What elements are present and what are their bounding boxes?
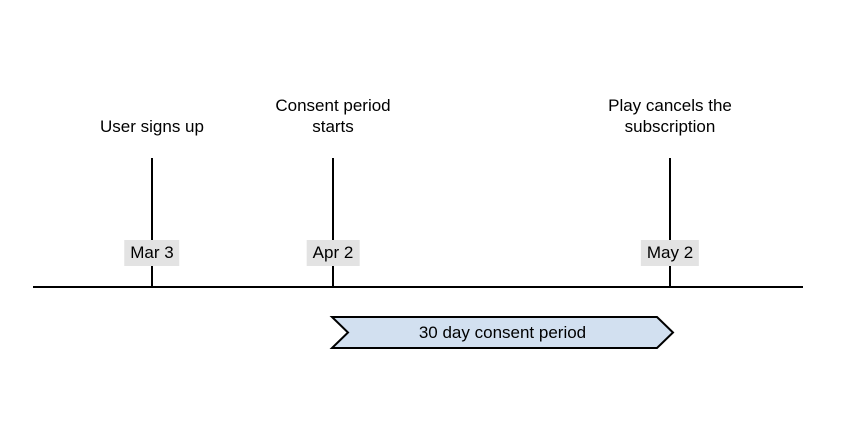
date-chip-mar-3: Mar 3 bbox=[124, 240, 180, 266]
banner-chevron-shape bbox=[329, 316, 675, 349]
event-tick-play-cancels-subscription bbox=[669, 158, 671, 286]
timeline-axis bbox=[33, 286, 803, 288]
event-tick-consent-period-starts bbox=[332, 158, 334, 286]
consent-period-banner: 30 day consent period bbox=[329, 316, 675, 349]
date-chip-apr-2: Apr 2 bbox=[306, 240, 360, 266]
event-label-consent-period-starts: Consent period starts bbox=[275, 96, 391, 136]
event-label-play-cancels-subscription: Play cancels the subscription bbox=[608, 96, 732, 136]
event-label-user-signs-up: User signs up bbox=[100, 117, 204, 136]
banner-chevron-polygon bbox=[329, 316, 675, 349]
event-tick-user-signs-up bbox=[151, 158, 153, 286]
date-chip-may-2: May 2 bbox=[640, 240, 700, 266]
